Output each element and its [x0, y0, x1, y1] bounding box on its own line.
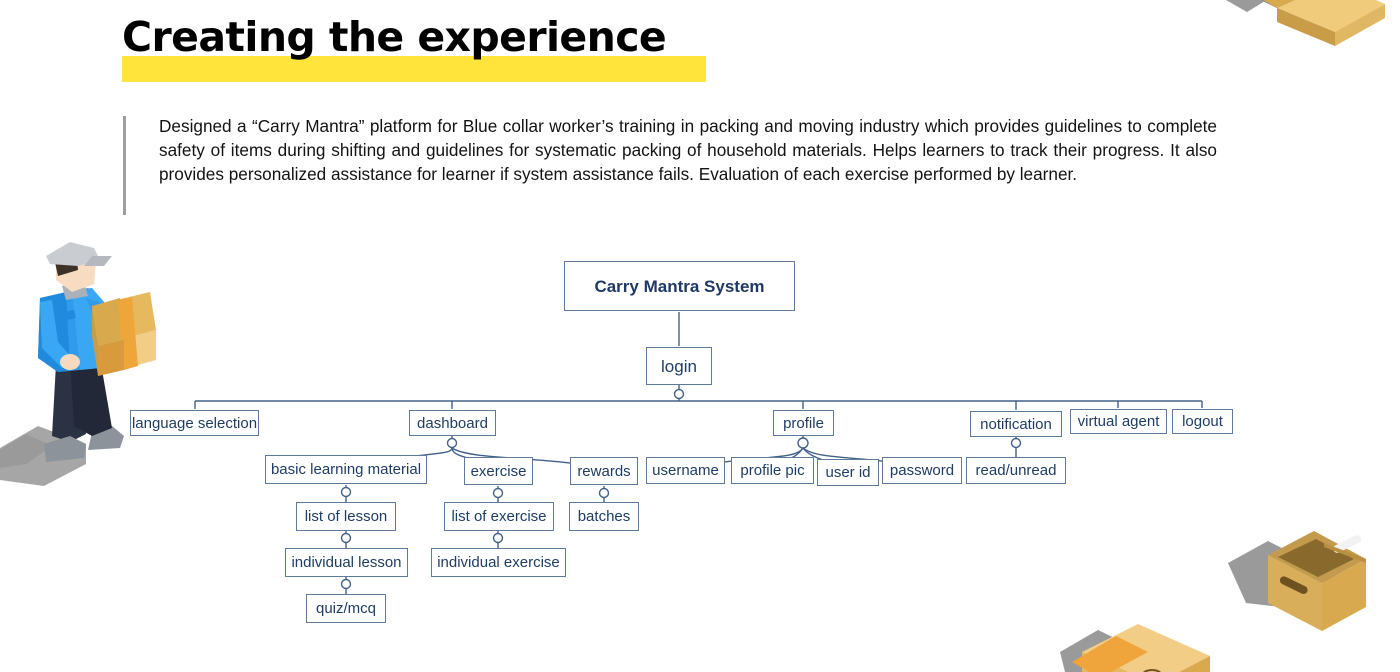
worker-carrying-box-illustration	[0, 242, 156, 486]
node-label: exercise	[470, 462, 527, 480]
node-basic-learning-material[interactable]: basic learning material	[265, 455, 427, 484]
node-label: login	[661, 356, 697, 376]
page-title: Creating the experience	[122, 13, 667, 61]
node-label: logout	[1182, 413, 1223, 430]
node-batches[interactable]: batches	[569, 502, 639, 531]
node-label: rewards	[577, 462, 631, 480]
node-rewards[interactable]: rewards	[570, 457, 638, 485]
node-dashboard[interactable]: dashboard	[409, 410, 496, 436]
node-label: list of lesson	[304, 508, 388, 525]
node-label: language selection	[131, 414, 258, 432]
node-label: Carry Mantra System	[594, 276, 765, 296]
node-label: dashboard	[417, 414, 488, 432]
description-accent-bar	[123, 116, 126, 215]
node-virtual-agent[interactable]: virtual agent	[1070, 409, 1167, 434]
node-label: username	[652, 462, 719, 479]
node-quiz-mcq[interactable]: quiz/mcq	[306, 594, 386, 623]
node-label: basic learning material	[270, 461, 422, 478]
node-label: read/unread	[975, 462, 1057, 479]
taped-cardboard-box-illustration	[1060, 624, 1210, 672]
node-label: individual exercise	[437, 554, 560, 571]
node-label: password	[889, 462, 955, 479]
description-text: Designed a “Carry Mantra” platform for B…	[159, 116, 1217, 184]
node-list-of-exercise[interactable]: list of exercise	[444, 502, 554, 531]
node-label: virtual agent	[1077, 413, 1160, 430]
node-individual-exercise[interactable]: individual exercise	[431, 548, 566, 577]
node-label: quiz/mcq	[315, 600, 377, 617]
node-exercise[interactable]: exercise	[464, 457, 533, 485]
title-group: Creating the experience	[122, 13, 706, 82]
node-profile[interactable]: profile	[773, 410, 834, 436]
node-label: individual lesson	[291, 554, 402, 571]
node-login[interactable]: login	[646, 347, 712, 385]
node-profile-pic[interactable]: profile pic	[731, 457, 814, 484]
node-notification[interactable]: notification	[970, 411, 1062, 437]
sitemap-diagram: Carry Mantra System login language selec…	[0, 230, 1400, 650]
title-highlight-bar	[122, 56, 706, 82]
node-language-selection[interactable]: language selection	[130, 410, 259, 436]
open-cardboard-box-illustration	[1226, 0, 1385, 46]
node-label: user id	[825, 464, 871, 481]
node-read-unread[interactable]: read/unread	[966, 457, 1066, 484]
node-list-of-lesson[interactable]: list of lesson	[296, 502, 396, 531]
node-logout[interactable]: logout	[1172, 409, 1233, 434]
open-crate-illustration	[1228, 531, 1366, 631]
node-label: profile pic	[740, 462, 805, 479]
node-carry-mantra-system[interactable]: Carry Mantra System	[564, 261, 795, 311]
node-user-id[interactable]: user id	[817, 459, 879, 486]
node-individual-lesson[interactable]: individual lesson	[285, 548, 408, 577]
node-password[interactable]: password	[882, 457, 962, 484]
node-label: notification	[980, 415, 1052, 433]
node-label: profile	[783, 414, 824, 432]
node-label: list of exercise	[451, 508, 547, 525]
node-label: batches	[577, 508, 631, 525]
node-username[interactable]: username	[646, 457, 725, 484]
